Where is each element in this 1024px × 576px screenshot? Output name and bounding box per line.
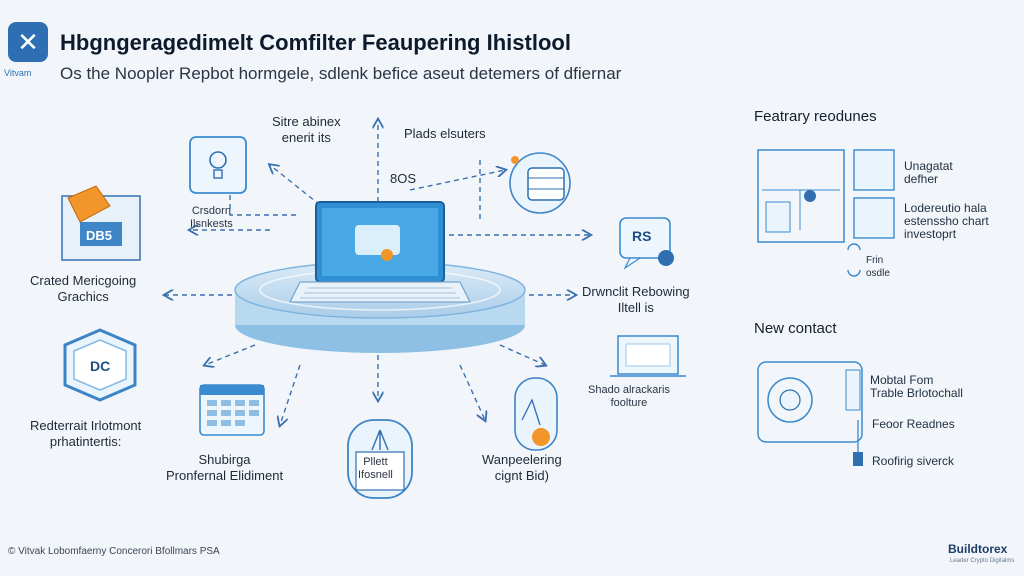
connector-lines [165, 120, 590, 425]
lightbulb-card [189, 136, 247, 194]
section-features-title: Featrary reodunes [754, 108, 877, 125]
brand-logo-caption: Vitvam [4, 68, 32, 78]
close-x-logo-icon: ✕ [17, 27, 39, 57]
calendar-card [199, 384, 265, 436]
contact-item-2: Feoor Readnes [872, 417, 955, 431]
page-title: Hbgngeragedimelt Comfilter Feaupering Ih… [60, 30, 571, 55]
contact-item-3: Roofirig siverck [872, 454, 955, 468]
feature-diagram [757, 149, 895, 277]
footer-copyright: © Vitvak Lobomfaerny Concerori Bfollmars… [8, 546, 220, 557]
footer-brand-tagline: Leader Crypto Digitalms [950, 558, 1015, 564]
rs-chat-card [619, 217, 674, 270]
laptop-illustration [288, 201, 472, 303]
section-contact-title: New contact [754, 320, 837, 337]
bottle-card [514, 377, 558, 451]
footer-brand: Buildtorex [948, 542, 1008, 556]
node-crated-card-text: DB5 [86, 228, 113, 243]
node-dc-text: DC [90, 358, 111, 374]
brand-logo: ✕ [8, 22, 48, 62]
node-rs-text: RS [632, 228, 652, 244]
page-subtitle: Os the Noopler Repbot hormgele, sdlenk b… [60, 64, 622, 83]
contact-diagram [757, 361, 863, 466]
dc-hexagon [63, 328, 137, 402]
database-card [509, 152, 571, 214]
document-card [347, 419, 413, 499]
small-monitor-card [610, 335, 686, 377]
graphics-card [61, 185, 141, 261]
diagram-laptop-screen-text: 8OS [390, 171, 417, 186]
node-plads-label: Plads elsuters [404, 126, 486, 141]
